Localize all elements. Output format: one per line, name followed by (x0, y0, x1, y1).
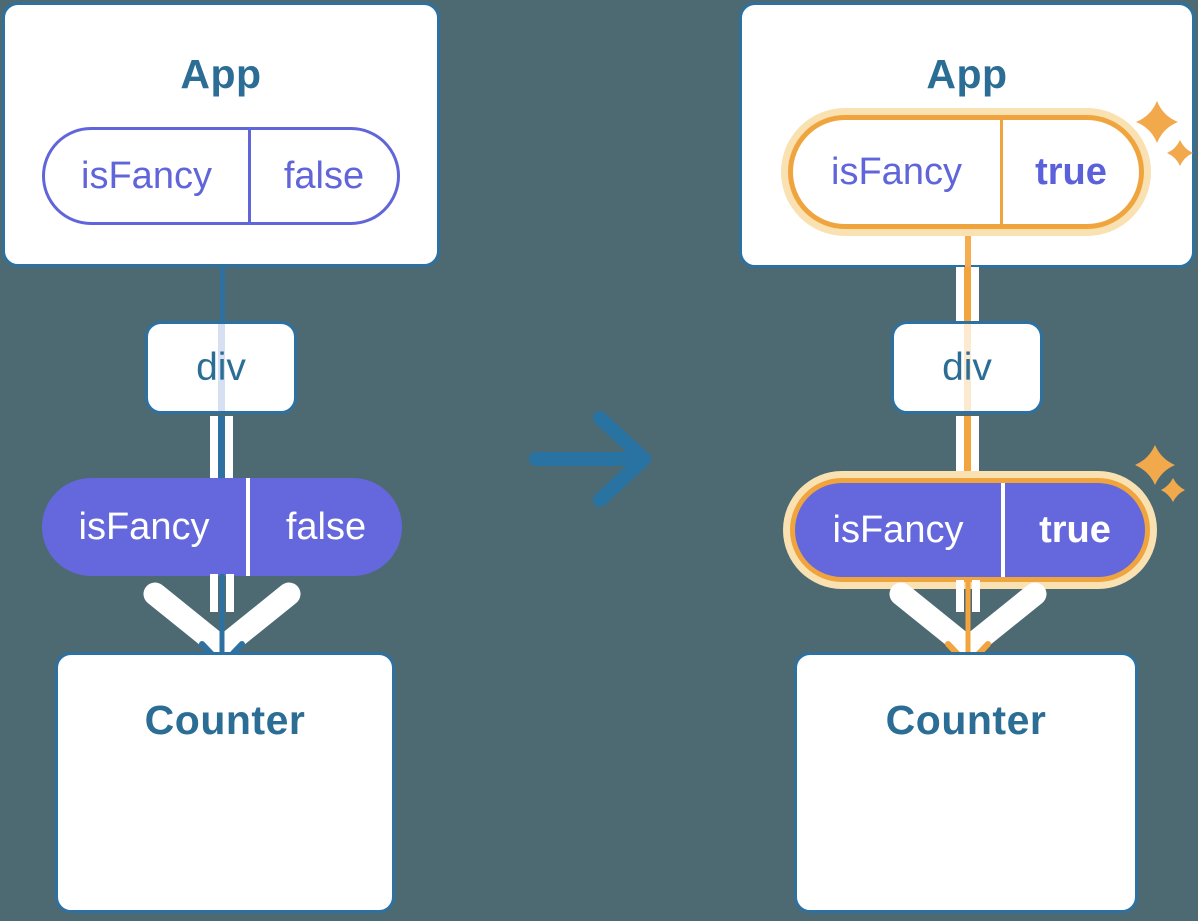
transition-arrow-icon (529, 411, 651, 507)
app-to-div-line (220, 266, 225, 322)
prop-value: false (283, 154, 365, 197)
prop-arrow-group-after (889, 580, 1047, 668)
sparkles-icon (1135, 445, 1185, 502)
prop-value: true (1039, 508, 1111, 551)
app-card-before: App isFancy false (2, 2, 440, 267)
app-title: App (926, 51, 1008, 97)
prop-stripe-div-to-pill (956, 416, 979, 478)
prop-key: isFancy (42, 478, 250, 576)
counter-title: Counter (144, 697, 306, 743)
prop-key: isFancy (793, 120, 1003, 224)
prop-passthrough-line (217, 324, 225, 411)
prop-key: isFancy (795, 483, 1005, 577)
app-prop-pill: isFancy false (42, 127, 400, 225)
prop-arrow-group-before (143, 574, 301, 668)
app-title: App (180, 51, 262, 97)
prop-value: true (1035, 150, 1107, 193)
prop-passthrough-line (963, 324, 971, 411)
counter-title: Counter (885, 697, 1047, 743)
prop-stripe-app-to-div (956, 267, 979, 322)
passed-prop-pill-highlighted: isFancy true (790, 478, 1150, 582)
div-node-before: div (145, 321, 297, 414)
passed-prop-pill: isFancy false (42, 478, 402, 576)
prop-stripe-div-to-pill (210, 416, 233, 478)
app-prop-pill-highlighted: isFancy true (788, 115, 1144, 229)
sparkles-icon (1136, 101, 1193, 166)
counter-card-before: Counter count 3 (55, 652, 395, 913)
prop-value: false (285, 505, 367, 548)
div-label: div (196, 345, 246, 389)
prop-key: isFancy (45, 130, 251, 222)
div-node-after: div (891, 321, 1043, 414)
div-label: div (942, 345, 992, 389)
prop-line-orange (965, 230, 971, 268)
counter-card-after: Counter count 3 (794, 652, 1138, 913)
